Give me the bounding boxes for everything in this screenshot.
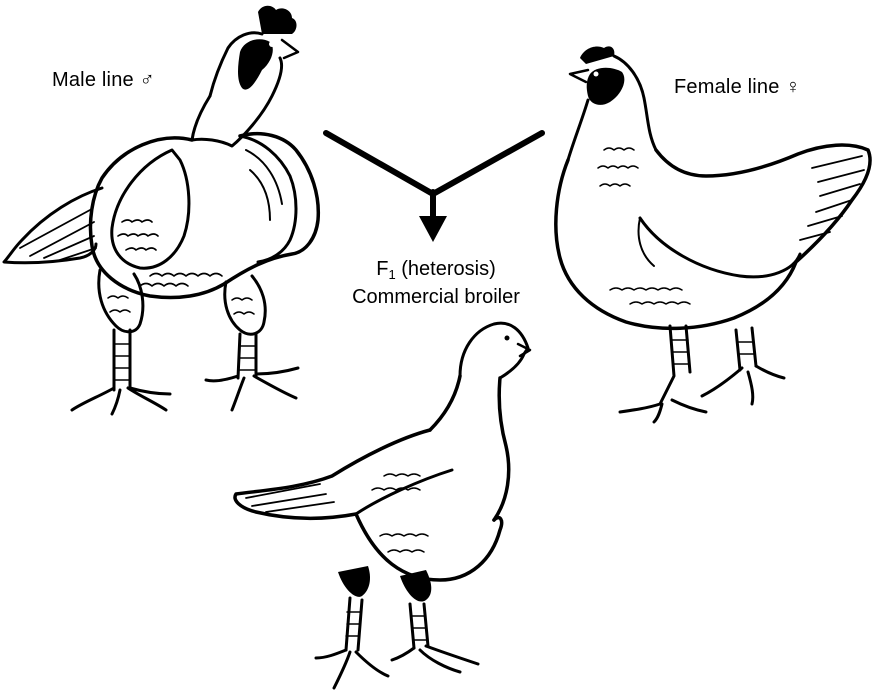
female-symbol-icon: ♀ — [785, 76, 800, 98]
hen-drawing-icon — [556, 46, 870, 422]
offspring-label: F1 (heterosis) Commercial broiler — [336, 258, 536, 308]
offspring-generation: F — [376, 258, 388, 280]
offspring-generation-sub: 1 — [388, 267, 395, 282]
female-line-text: Female line — [674, 76, 780, 98]
female-line-label: Female line ♀ — [674, 77, 801, 97]
male-line-text: Male line — [52, 69, 134, 91]
offspring-type: Commercial broiler — [336, 286, 536, 308]
rooster-drawing-icon — [4, 6, 318, 414]
broiler-drawing-icon — [235, 323, 530, 688]
cross-merge-arrow-icon — [326, 133, 542, 242]
male-line-label: Male line ♂ — [52, 70, 155, 90]
offspring-effect: (heterosis) — [401, 258, 495, 280]
offspring-generation-line: F1 (heterosis) — [336, 258, 536, 286]
male-symbol-icon: ♂ — [140, 69, 155, 91]
